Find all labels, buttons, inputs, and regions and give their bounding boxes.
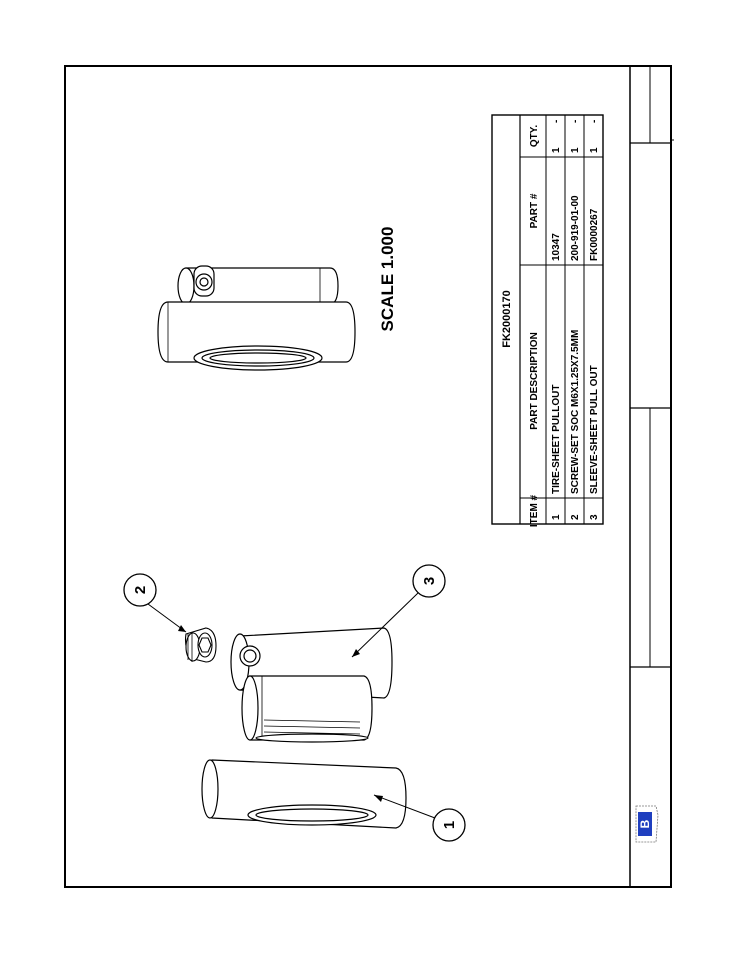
bom-row-part: 10347: [551, 233, 562, 261]
bom-row-qty: 1: [551, 147, 562, 153]
balloon-3: 3: [352, 565, 445, 657]
bom-row-qty: 1: [570, 147, 581, 153]
bom-header-part: PART #: [529, 193, 540, 228]
bom-row-description: SCREW-SET SOC M6X1.25X7.5MM: [570, 330, 581, 494]
bom-row-description: TIRE-SHEET PULLOUT: [551, 385, 562, 494]
company-logo: B: [636, 806, 658, 842]
bom-title: FK2000170: [501, 290, 513, 348]
bom-row-unit: -: [551, 120, 562, 123]
balloon-2: 2: [124, 574, 186, 632]
assembled-view: [158, 266, 355, 370]
bom-row-item: 3: [589, 514, 600, 520]
sleeve-part: [231, 628, 392, 742]
svg-text:3: 3: [421, 577, 438, 585]
bom-row-part: FK0000267: [589, 208, 600, 261]
set-screw-part: [186, 628, 217, 662]
bill-of-materials: FK2000170 ITEM # PART DESCRIPTION PART #…: [492, 115, 603, 527]
svg-text:2: 2: [132, 586, 149, 594]
bom-row-unit: -: [589, 120, 600, 123]
tire-part: [202, 760, 406, 828]
bom-header-item: ITEM #: [529, 494, 540, 527]
bom-row-part: 200-919-01-00: [570, 195, 581, 261]
svg-text:1: 1: [441, 821, 458, 829]
bom-row-item: 1: [551, 514, 562, 520]
bom-row-qty: 1: [589, 147, 600, 153]
scale-label: SCALE 1.000: [378, 227, 397, 332]
sheet-border: [65, 66, 674, 887]
bom-row-item: 2: [570, 514, 581, 520]
bom-header-description: PART DESCRIPTION: [529, 332, 540, 430]
svg-text:B: B: [638, 819, 652, 828]
bom-header-qty: QTY.: [529, 125, 540, 147]
bom-row-description: SLEEVE-SHEET PULL OUT: [589, 365, 600, 494]
bom-row-unit: -: [570, 120, 581, 123]
